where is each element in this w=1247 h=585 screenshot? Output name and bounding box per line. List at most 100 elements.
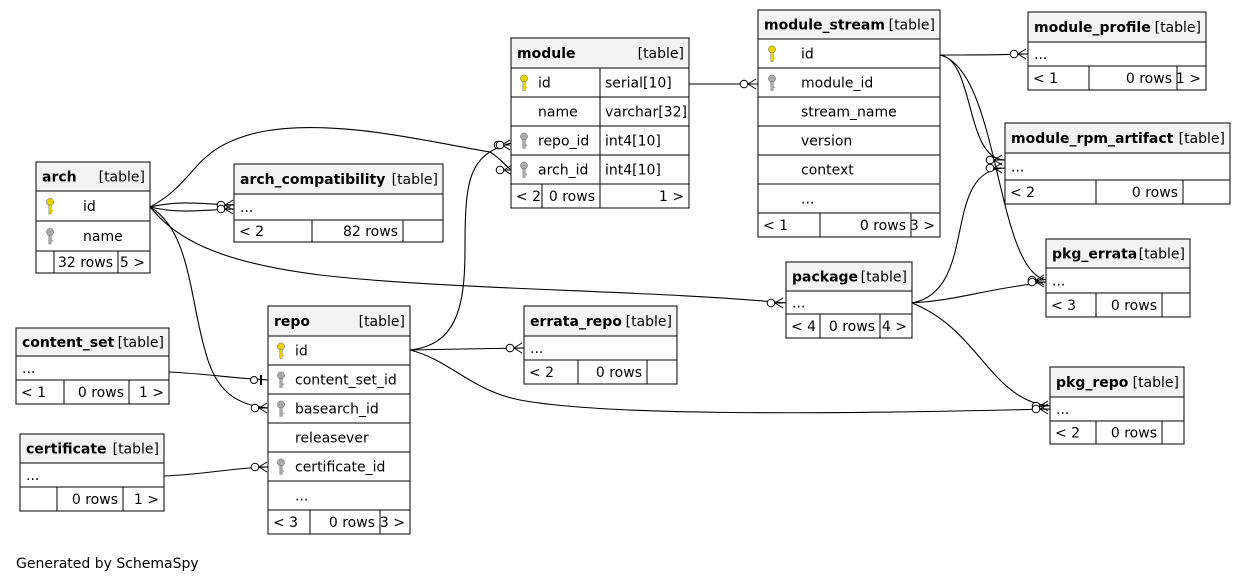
table-tag: [table] bbox=[1179, 131, 1225, 147]
footer-parents[interactable]: < 1 bbox=[763, 218, 788, 234]
table-tag: [table] bbox=[1133, 375, 1179, 391]
table-header bbox=[1028, 12, 1206, 42]
edge-module-stream-module-rpm-artifact bbox=[939, 54, 1006, 166]
edge-package-module-rpm-artifact bbox=[911, 162, 1006, 304]
table-name: repo bbox=[274, 314, 310, 330]
column-name: ... bbox=[1056, 402, 1069, 418]
foreign-key-icon bbox=[520, 132, 528, 149]
table-arch-compatibility[interactable]: arch_compatibility [table]... < 2 82 rows bbox=[233, 163, 444, 243]
footer-children[interactable]: 5 > bbox=[120, 255, 145, 271]
table-tag: [table] bbox=[359, 314, 405, 330]
column-name: content_set_id bbox=[295, 373, 397, 389]
column-type: serial[10] bbox=[605, 76, 672, 92]
footer-children[interactable]: 4 > bbox=[882, 319, 907, 335]
table-header bbox=[524, 306, 677, 336]
column-name: releasever bbox=[295, 431, 369, 447]
footer-parents[interactable]: < 2 bbox=[1055, 426, 1080, 442]
column-name: module_id bbox=[801, 76, 873, 92]
table-repo[interactable]: repo [table] id content_set_id basearch_idre… bbox=[267, 305, 411, 535]
edge-content-set-repo bbox=[168, 371, 269, 385]
table-header bbox=[786, 262, 912, 291]
column-name: basearch_id bbox=[295, 402, 379, 418]
table-module-stream[interactable]: module_stream[table]idmodule_idstream_na… bbox=[757, 9, 941, 238]
footer-children[interactable]: 3 > bbox=[380, 515, 405, 531]
column-name: arch_id bbox=[538, 163, 588, 179]
column-name: ... bbox=[22, 361, 35, 377]
table-tag: [table] bbox=[889, 18, 935, 34]
table-name: module_profile bbox=[1034, 20, 1151, 36]
footer-parents[interactable]: < 2 bbox=[239, 224, 264, 240]
table-header bbox=[36, 162, 150, 191]
column-type: int4[10] bbox=[605, 134, 661, 150]
column-name: id bbox=[83, 199, 96, 215]
table-header bbox=[234, 164, 443, 194]
column-name: ... bbox=[240, 200, 253, 216]
foreign-key-icon bbox=[277, 400, 285, 417]
table-name: package bbox=[792, 270, 858, 286]
foreign-key-icon bbox=[277, 458, 285, 475]
table-name: module_stream bbox=[764, 18, 885, 34]
footer-parents[interactable]: < 2 bbox=[529, 365, 554, 381]
footer-parents[interactable]: < 4 bbox=[791, 319, 816, 335]
table-header bbox=[1050, 367, 1184, 397]
footer-children[interactable]: 3 > bbox=[910, 218, 935, 234]
table-tag: [table] bbox=[392, 172, 438, 188]
foreign-key-icon bbox=[46, 228, 54, 245]
edge-arch-module-2 bbox=[495, 140, 505, 150]
column-type: varchar[32] bbox=[605, 105, 687, 121]
column-name: ... bbox=[792, 296, 805, 312]
table-tag: [table] bbox=[1139, 247, 1185, 263]
footer-parents[interactable]: < 1 bbox=[21, 385, 46, 401]
primary-key-icon bbox=[277, 342, 285, 359]
column-name: id bbox=[538, 76, 551, 92]
table-header bbox=[1005, 123, 1230, 153]
footer-row-count: 0 rows bbox=[1111, 298, 1157, 314]
table-tag: [table] bbox=[99, 170, 145, 186]
column-name: id bbox=[295, 344, 308, 360]
edge-certificate-repo bbox=[163, 461, 269, 477]
footer-row-count: 82 rows bbox=[343, 224, 398, 240]
table-name: errata_repo bbox=[530, 314, 622, 330]
primary-key-icon bbox=[768, 45, 776, 62]
column-name: context bbox=[801, 163, 854, 179]
edge-module-stream-module-profile bbox=[939, 48, 1029, 60]
table-name: certificate bbox=[26, 442, 107, 458]
primary-key-icon bbox=[46, 198, 54, 215]
footer-children[interactable]: 1 > bbox=[659, 189, 684, 205]
footer-parents[interactable]: < 2 bbox=[1010, 185, 1035, 201]
footer-children[interactable]: 1 > bbox=[1176, 71, 1201, 87]
footer-parents[interactable]: < 3 bbox=[273, 515, 298, 531]
table-tag: [table] bbox=[118, 335, 164, 351]
footer-children[interactable]: 1 > bbox=[134, 492, 159, 508]
foreign-key-icon bbox=[768, 74, 776, 91]
foreign-key-icon bbox=[520, 161, 528, 178]
edge-arch-repo bbox=[149, 206, 269, 414]
table-header bbox=[268, 306, 410, 336]
footer-row-count: 32 rows bbox=[58, 255, 113, 271]
footer-children[interactable]: 1 > bbox=[139, 385, 164, 401]
table-header bbox=[20, 434, 164, 463]
table-name: module_rpm_artifact bbox=[1011, 131, 1174, 147]
table-name: arch_compatibility bbox=[240, 172, 385, 188]
footer-parents[interactable]: < 2 bbox=[516, 189, 541, 205]
edge-arch-package bbox=[149, 206, 787, 309]
table-tag: [table] bbox=[1155, 20, 1201, 36]
generated-by-label: Generated by SchemaSpy bbox=[16, 556, 199, 572]
edge-module-module-stream bbox=[689, 78, 758, 90]
table-name: pkg_repo bbox=[1056, 375, 1129, 391]
footer-parents[interactable]: < 1 bbox=[1033, 71, 1058, 87]
table-tag: [table] bbox=[626, 314, 672, 330]
table-name: content_set bbox=[22, 335, 115, 351]
footer-parents[interactable]: < 3 bbox=[1051, 298, 1076, 314]
column-name: ... bbox=[530, 341, 543, 357]
